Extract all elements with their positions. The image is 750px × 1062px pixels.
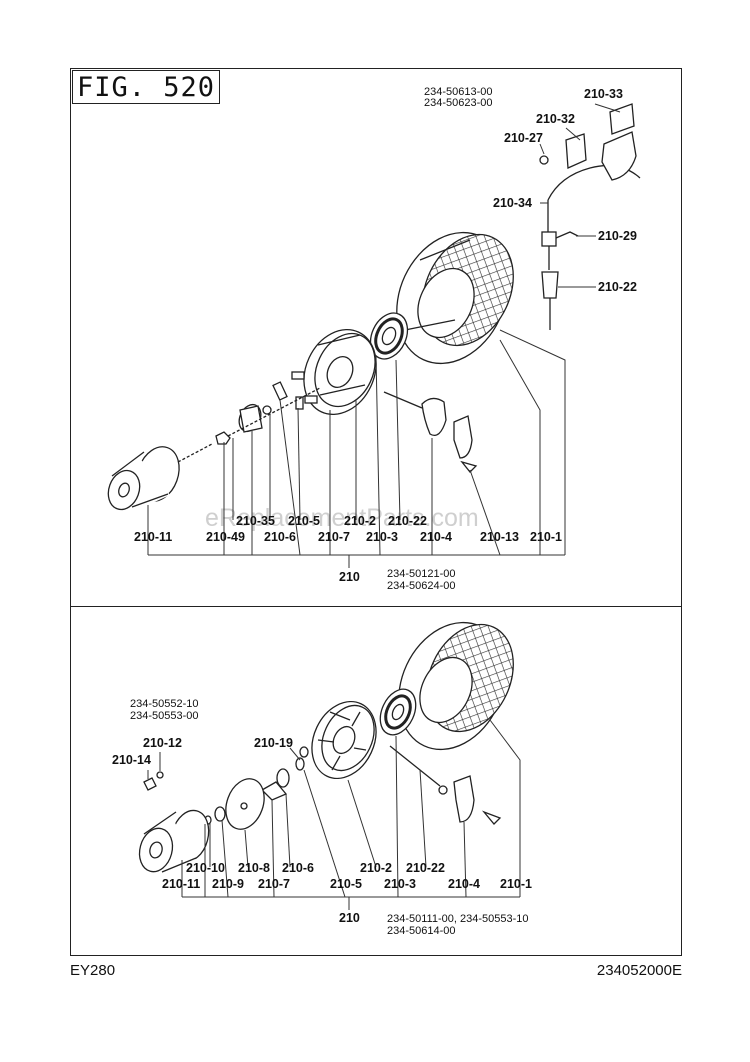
bottom-friction-plate (225, 778, 265, 830)
label-210-4: 210-4 (420, 530, 452, 544)
label-210-22: 210-22 (388, 514, 427, 528)
top-reel (303, 328, 377, 416)
label-210-1: 210-1 (530, 530, 562, 544)
label-b-210-9: 210-9 (212, 877, 244, 891)
top-cable-partno-2: 234-50623-00 (424, 97, 493, 109)
label-210-34: 210-34 (493, 196, 532, 210)
bottom-leader-lines (147, 719, 521, 910)
bottom-mesh-cover (398, 621, 514, 751)
label-210-27: 210-27 (504, 131, 543, 145)
bottom-starter-assembly (138, 621, 514, 876)
top-friction-plate (238, 403, 263, 433)
bottom-assembly-partno-2: 234-50614-00 (387, 925, 456, 937)
top-mesh-cover (396, 231, 514, 365)
bottom-assembly-label: 210 (339, 911, 360, 925)
label-b-210-7: 210-7 (258, 877, 290, 891)
model-label: EY280 (70, 962, 116, 979)
label-210-13: 210-13 (480, 530, 519, 544)
top-handle (383, 391, 447, 437)
label-b-210-8: 210-8 (238, 861, 270, 875)
label-b-210-1: 210-1 (500, 877, 532, 891)
figure-title: FIG. 520 (72, 70, 220, 104)
label-b-210-11: 210-11 (162, 877, 200, 891)
top-pulley-cup (107, 443, 213, 512)
label-b-210-2: 210-2 (360, 861, 392, 875)
label-210-32: 210-32 (536, 112, 575, 126)
bottom-spring (379, 688, 417, 736)
label-210-3: 210-3 (366, 530, 398, 544)
label-210-19: 210-19 (254, 736, 293, 750)
top-assembly-partno-1: 234-50121-00 (387, 568, 456, 580)
bottom-reel (311, 700, 377, 780)
top-rope-guide (453, 415, 478, 473)
label-b-210-5: 210-5 (330, 877, 362, 891)
label-210-7: 210-7 (318, 530, 350, 544)
label-b-210-22: 210-22 (406, 861, 445, 875)
label-210-35: 210-35 (236, 514, 275, 528)
label-210-33: 210-33 (584, 87, 623, 101)
top-cable-partno-1: 234-50613-00 (424, 86, 493, 98)
bottom-assembly-partno-1: 234-50111-00, 234-50553-10 (387, 913, 529, 925)
bottom-handle (389, 745, 502, 825)
section-divider (70, 606, 682, 607)
label-b-210-3: 210-3 (384, 877, 416, 891)
label-210-11: 210-11 (134, 530, 172, 544)
figure-frame (70, 68, 682, 956)
pulley-partno-2: 234-50553-00 (130, 710, 199, 722)
label-b-210-4: 210-4 (448, 877, 480, 891)
label-210-22-side: 210-22 (598, 280, 637, 294)
label-210-49: 210-49 (206, 530, 245, 544)
top-assembly-partno-2: 234-50624-00 (387, 580, 456, 592)
label-210-5: 210-5 (288, 514, 320, 528)
top-leader-lines (147, 103, 621, 568)
label-210-12: 210-12 (143, 736, 182, 750)
watermark: eReplacementParts.com (205, 504, 479, 532)
document-number: 234052000E (596, 962, 682, 979)
label-b-210-6: 210-6 (282, 861, 314, 875)
top-stop-switch-cable (539, 103, 641, 330)
top-spring (369, 312, 409, 360)
label-210-29: 210-29 (598, 229, 637, 243)
label-210-6: 210-6 (264, 530, 296, 544)
label-b-210-10: 210-10 (186, 861, 225, 875)
label-210-14: 210-14 (112, 753, 151, 767)
top-assembly-label: 210 (339, 570, 360, 584)
label-210-2: 210-2 (344, 514, 376, 528)
top-starter-assembly (107, 103, 641, 512)
pulley-partno-1: 234-50552-10 (130, 698, 199, 710)
